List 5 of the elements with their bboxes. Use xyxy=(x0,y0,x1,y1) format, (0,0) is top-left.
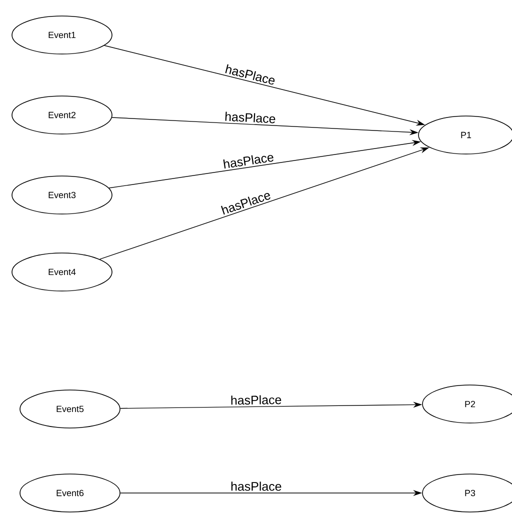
edge-label: hasPlace xyxy=(231,395,282,405)
edge-label: hasPlace xyxy=(225,64,275,85)
edge-label: hasPlace xyxy=(223,154,274,168)
edge-label: hasPlace xyxy=(225,112,276,124)
edge-label: hasPlace xyxy=(231,482,282,491)
